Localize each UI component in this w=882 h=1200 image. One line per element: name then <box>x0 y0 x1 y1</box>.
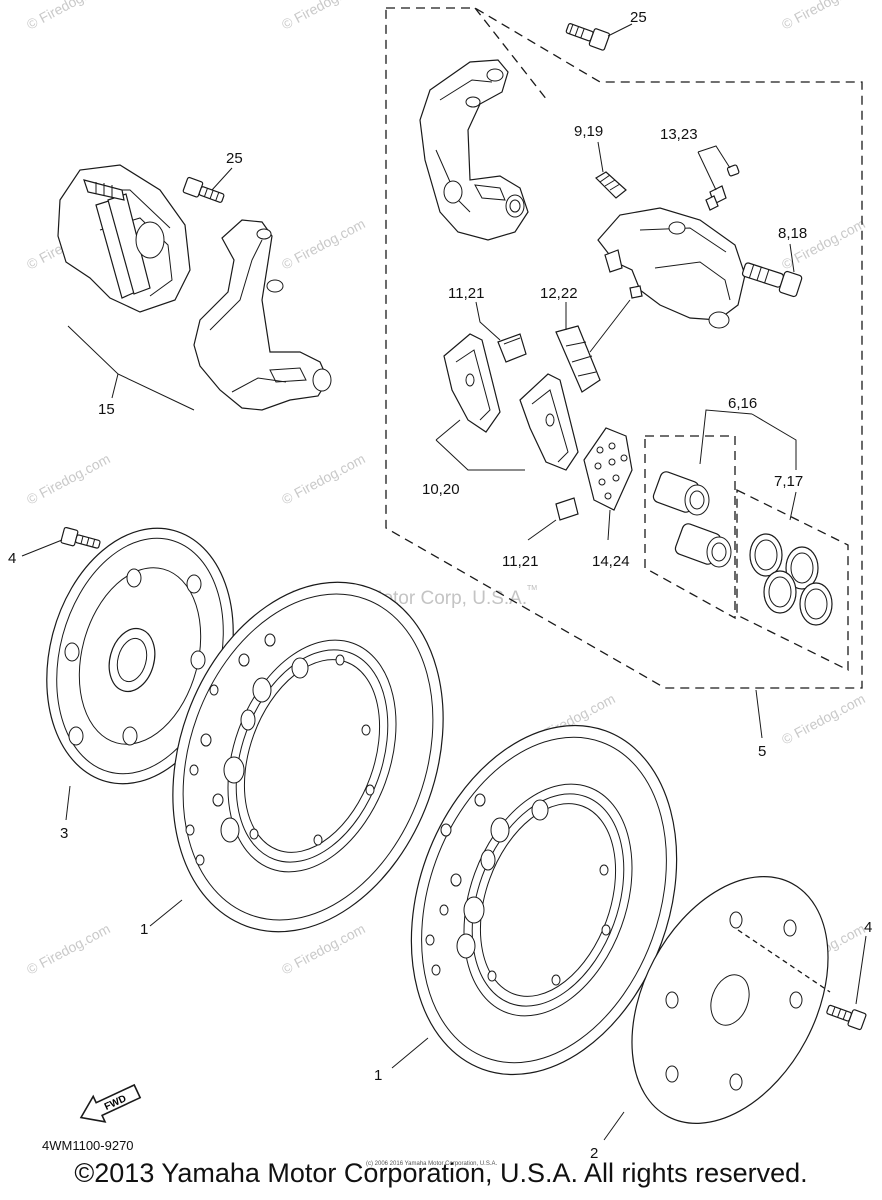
pistons-6-16 <box>652 409 797 568</box>
label-6-16: 6,16 <box>728 395 757 412</box>
label-11-21-bottom: 11,21 <box>502 553 538 570</box>
forward-direction-arrow: FWD <box>79 1083 142 1123</box>
label-1-upper: 1 <box>140 921 148 938</box>
brake-pads-10-20 <box>435 333 579 471</box>
bolt-8-18 <box>741 243 803 298</box>
watermark-tm: TM <box>527 585 537 592</box>
bolt-4-right <box>737 929 867 1031</box>
caliper-assembly-15 <box>57 164 332 411</box>
label-3: 3 <box>60 825 68 842</box>
label-9-19: 9,19 <box>574 123 603 140</box>
pad-clip-11-21-bottom <box>527 497 579 541</box>
label-4-left: 4 <box>8 550 16 567</box>
leader-5 <box>755 689 763 739</box>
watermark-text: © Firedog.com <box>779 0 868 33</box>
label-7-17: 7,17 <box>774 473 803 490</box>
pad-clip-11-21-top <box>475 301 527 363</box>
label-12-22: 12,22 <box>540 285 578 302</box>
part-code: 4WM1100-9270 <box>42 1138 134 1153</box>
bleed-screw-13-23 <box>697 145 740 211</box>
brake-disc-1-lower <box>391 724 678 1076</box>
disc-cover-2 <box>603 876 829 1141</box>
label-11-21-top: 11,21 <box>448 285 484 302</box>
watermark-text: © Firedog.com <box>24 0 113 33</box>
watermark-text: © Firedog.com <box>279 450 368 507</box>
label-5: 5 <box>758 743 766 760</box>
bolt-25-left <box>182 167 233 203</box>
caliper-assembly-outline <box>385 7 863 689</box>
label-1-lower: 1 <box>374 1067 382 1084</box>
pad-spring-12-22 <box>555 299 631 393</box>
bolt-25-top <box>565 23 633 51</box>
caliper-bracket-top <box>419 59 529 241</box>
slide-pin-9-19 <box>595 141 627 199</box>
watermark-text: © Firedog.com <box>279 215 368 272</box>
part-labels: 25 25 9,19 13,23 8,18 11,21 12,22 6,16 7… <box>8 9 872 1162</box>
label-25-top: 25 <box>630 9 647 26</box>
copyright-notice: ©2013 Yamaha Motor Corporation, U.S.A. A… <box>74 1158 808 1188</box>
label-15: 15 <box>98 401 115 418</box>
label-8-18: 8,18 <box>778 225 807 242</box>
watermark-text: © Firedog.com <box>779 690 868 747</box>
piston-seals-7-17 <box>749 491 833 626</box>
pad-shim-14-24 <box>583 427 633 541</box>
watermark-text: © Firedog.com <box>779 215 868 272</box>
label-2: 2 <box>590 1145 598 1162</box>
label-10-20: 10,20 <box>422 481 460 498</box>
label-14-24: 14,24 <box>592 553 630 570</box>
watermark-text: © Firedog.com <box>279 0 368 33</box>
caliper-body-top <box>597 207 746 329</box>
label-13-23: 13,23 <box>660 126 698 143</box>
watermark-text: © Firedog.com <box>24 450 113 507</box>
label-25-left: 25 <box>226 150 243 167</box>
watermark-text: © Firedog.com <box>24 920 113 977</box>
label-4-right: 4 <box>864 919 872 936</box>
brake-disc-1-upper <box>149 581 444 933</box>
bolt-4-left <box>21 526 101 557</box>
small-copyright: (c) 2006 2016 Yamaha Motor Corporation, … <box>366 1161 498 1167</box>
